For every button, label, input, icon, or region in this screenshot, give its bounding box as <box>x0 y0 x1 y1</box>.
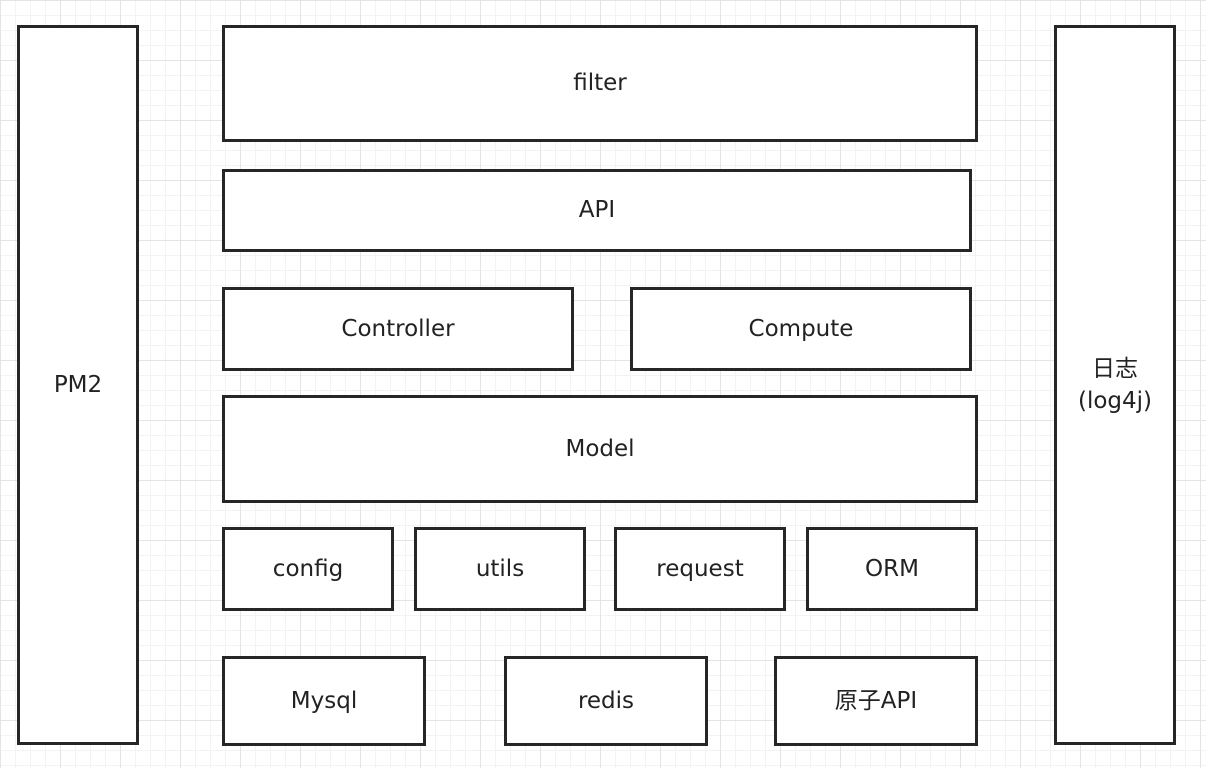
atomic-api-label: 原子API <box>834 687 918 714</box>
api-label: API <box>578 197 616 224</box>
mysql-label: Mysql <box>290 687 358 714</box>
filter-label: filter <box>573 70 627 97</box>
utils-box: utils <box>414 527 586 611</box>
api-layer: API <box>222 169 972 252</box>
pm2-panel: PM2 <box>17 25 139 745</box>
compute-label: Compute <box>748 315 854 342</box>
controller-box: Controller <box>222 287 574 371</box>
atomic-api-box: 原子API <box>774 656 978 746</box>
orm-box: ORM <box>806 527 978 611</box>
config-box: config <box>222 527 394 611</box>
controller-label: Controller <box>341 315 455 342</box>
config-label: config <box>272 555 344 582</box>
redis-label: redis <box>577 687 635 714</box>
request-label: request <box>656 555 744 582</box>
filter-layer: filter <box>222 25 978 142</box>
model-label: Model <box>565 435 635 462</box>
log-title: 日志 <box>1092 355 1138 382</box>
log-subtitle: (log4j) <box>1077 388 1153 414</box>
log-panel-text: 日志 (log4j) <box>1078 353 1152 417</box>
pm2-label: PM2 <box>53 371 103 398</box>
request-box: request <box>614 527 786 611</box>
redis-box: redis <box>504 656 708 746</box>
mysql-box: Mysql <box>222 656 426 746</box>
orm-label: ORM <box>865 555 919 582</box>
compute-box: Compute <box>630 287 972 371</box>
log-panel: 日志 (log4j) <box>1054 25 1176 745</box>
utils-label: utils <box>475 555 525 582</box>
model-layer: Model <box>222 395 978 503</box>
